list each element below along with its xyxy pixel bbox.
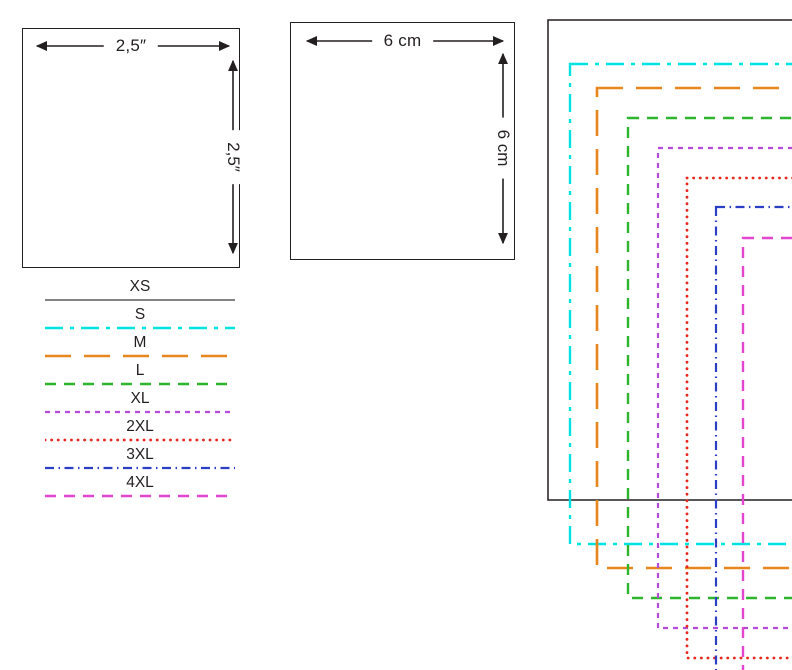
legend-line-xl bbox=[45, 410, 235, 414]
cm-square: 6 cm 6 cm bbox=[290, 22, 515, 260]
cm-height-label: 6 cm bbox=[493, 117, 513, 179]
size-square-2xl bbox=[685, 176, 792, 660]
size-square-3xl bbox=[714, 205, 792, 670]
legend-label: 4XL bbox=[126, 473, 154, 491]
inch-height-label: 2,5″ bbox=[223, 130, 243, 184]
legend-label: 3XL bbox=[126, 445, 154, 463]
cm-width-label: 6 cm bbox=[371, 31, 434, 51]
legend-label: M bbox=[133, 333, 147, 351]
size-square-m bbox=[595, 86, 792, 570]
legend-line-4xl bbox=[45, 494, 235, 498]
inch-square: 2,5″ 2,5″ bbox=[22, 28, 243, 268]
legend-line-3xl bbox=[45, 466, 235, 470]
legend-label: 2XL bbox=[126, 417, 154, 435]
legend-row-3xl: 3XL bbox=[45, 444, 235, 472]
legend-label: L bbox=[135, 361, 145, 379]
legend-line-xs bbox=[45, 299, 235, 301]
inch-dimension-arrows bbox=[35, 40, 239, 255]
size-square-4xl bbox=[741, 236, 792, 670]
legend-row-l: L bbox=[45, 360, 235, 388]
legend-row-2xl: 2XL bbox=[45, 416, 235, 444]
legend-row-xl: XL bbox=[45, 388, 235, 416]
legend-label: S bbox=[134, 305, 146, 323]
size-square-s bbox=[568, 62, 792, 546]
legend-row-xs: XS bbox=[45, 276, 235, 304]
legend-row-4xl: 4XL bbox=[45, 472, 235, 500]
legend-line-2xl bbox=[45, 438, 235, 442]
cm-dimension-arrows bbox=[305, 35, 509, 245]
size-square-l bbox=[626, 116, 792, 600]
legend-line-m bbox=[45, 354, 235, 358]
size-square-xs bbox=[547, 19, 792, 501]
legend-row-s: S bbox=[45, 304, 235, 332]
size-square-xl bbox=[656, 146, 792, 630]
legend-line-l bbox=[45, 382, 235, 386]
inch-width-label: 2,5″ bbox=[103, 36, 159, 56]
legend-row-m: M bbox=[45, 332, 235, 360]
legend-label: XS bbox=[129, 277, 151, 295]
legend-line-s bbox=[45, 326, 235, 330]
legend-label: XL bbox=[130, 389, 150, 407]
